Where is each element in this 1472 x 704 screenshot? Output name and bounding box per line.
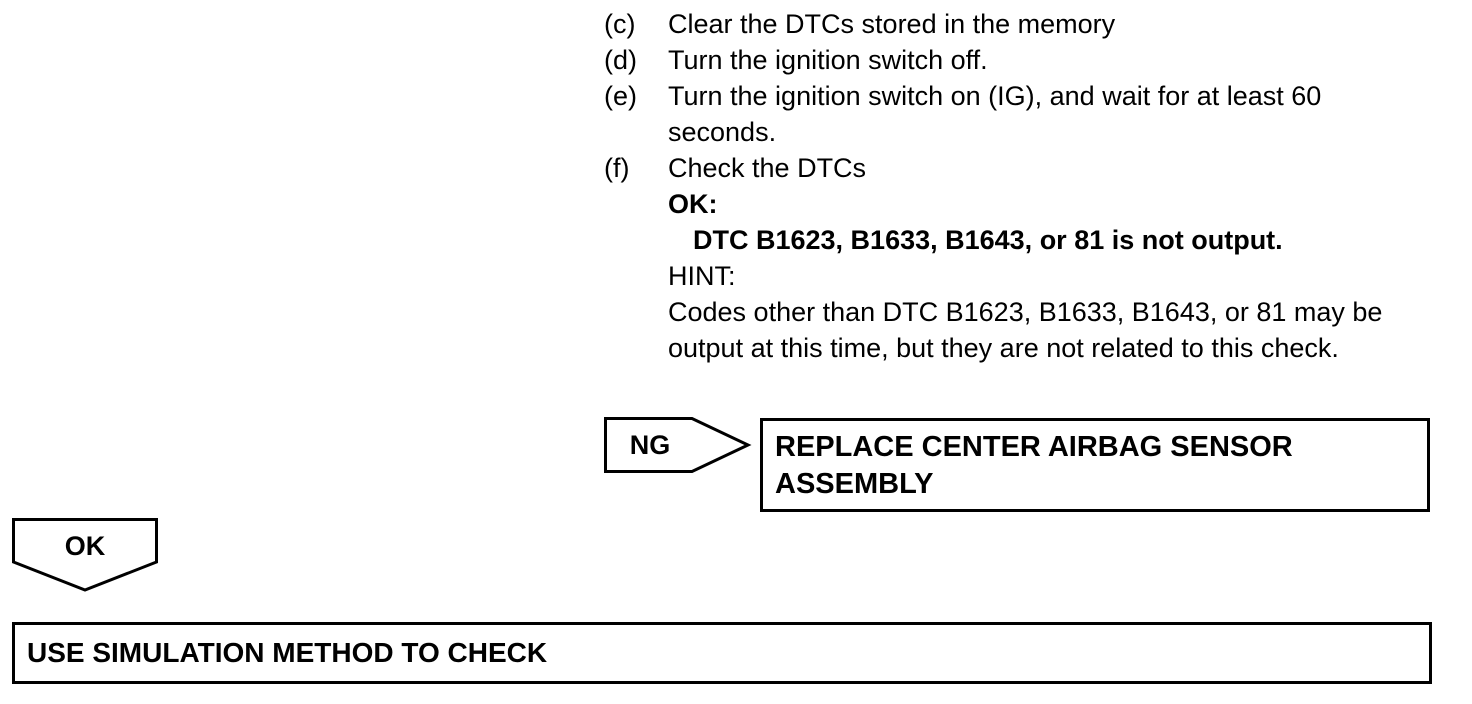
ok-arrow-tag: OK xyxy=(12,518,160,594)
step-text: Clear the DTCs stored in the memory xyxy=(668,9,1116,39)
ng-action-line1: REPLACE CENTER AIRBAG SENSOR xyxy=(775,431,1293,463)
step-c: (c) Clear the DTCs stored in the memory xyxy=(604,6,1434,42)
step-e: (e) Turn the ignition switch on (IG), an… xyxy=(604,78,1434,150)
right-arrow-icon xyxy=(604,417,752,473)
ok-action-text: USE SIMULATION METHOD TO CHECK xyxy=(27,637,548,668)
ok-label: OK xyxy=(64,531,106,561)
ok-action-box: USE SIMULATION METHOD TO CHECK xyxy=(12,622,1432,684)
step-f: (f) Check the DTCs OK: DTC B1623, B1633,… xyxy=(604,150,1434,366)
ng-label: NG xyxy=(629,430,671,460)
step-text: Turn the ignition switch on (IG), and wa… xyxy=(668,81,1322,147)
step-letter: (d) xyxy=(604,45,637,75)
step-letter: (e) xyxy=(604,81,637,111)
step-letter: (c) xyxy=(604,9,636,39)
ng-action-line2: ASSEMBLY xyxy=(775,468,934,500)
step-text: Check the DTCs xyxy=(668,153,867,183)
step-letter: (f) xyxy=(604,153,630,183)
hint-label: HINT: xyxy=(668,261,736,291)
ng-arrow-tag: NG xyxy=(604,417,754,475)
step-f-body: Check the DTCs OK: DTC B1623, B1633, B16… xyxy=(668,150,1438,366)
step-d: (d) Turn the ignition switch off. xyxy=(604,42,1434,78)
step-text: Turn the ignition switch off. xyxy=(668,45,988,75)
procedure-steps: (c) Clear the DTCs stored in the memory … xyxy=(604,6,1434,366)
down-arrow-icon xyxy=(12,518,158,592)
ok-criteria-value: DTC B1623, B1633, B1643, or 81 is not ou… xyxy=(693,225,1283,255)
ng-action-box: REPLACE CENTER AIRBAG SENSOR ASSEMBLY xyxy=(760,418,1430,512)
ok-criteria-label: OK: xyxy=(668,189,718,219)
hint-text: Codes other than DTC B1623, B1633, B1643… xyxy=(668,297,1383,363)
